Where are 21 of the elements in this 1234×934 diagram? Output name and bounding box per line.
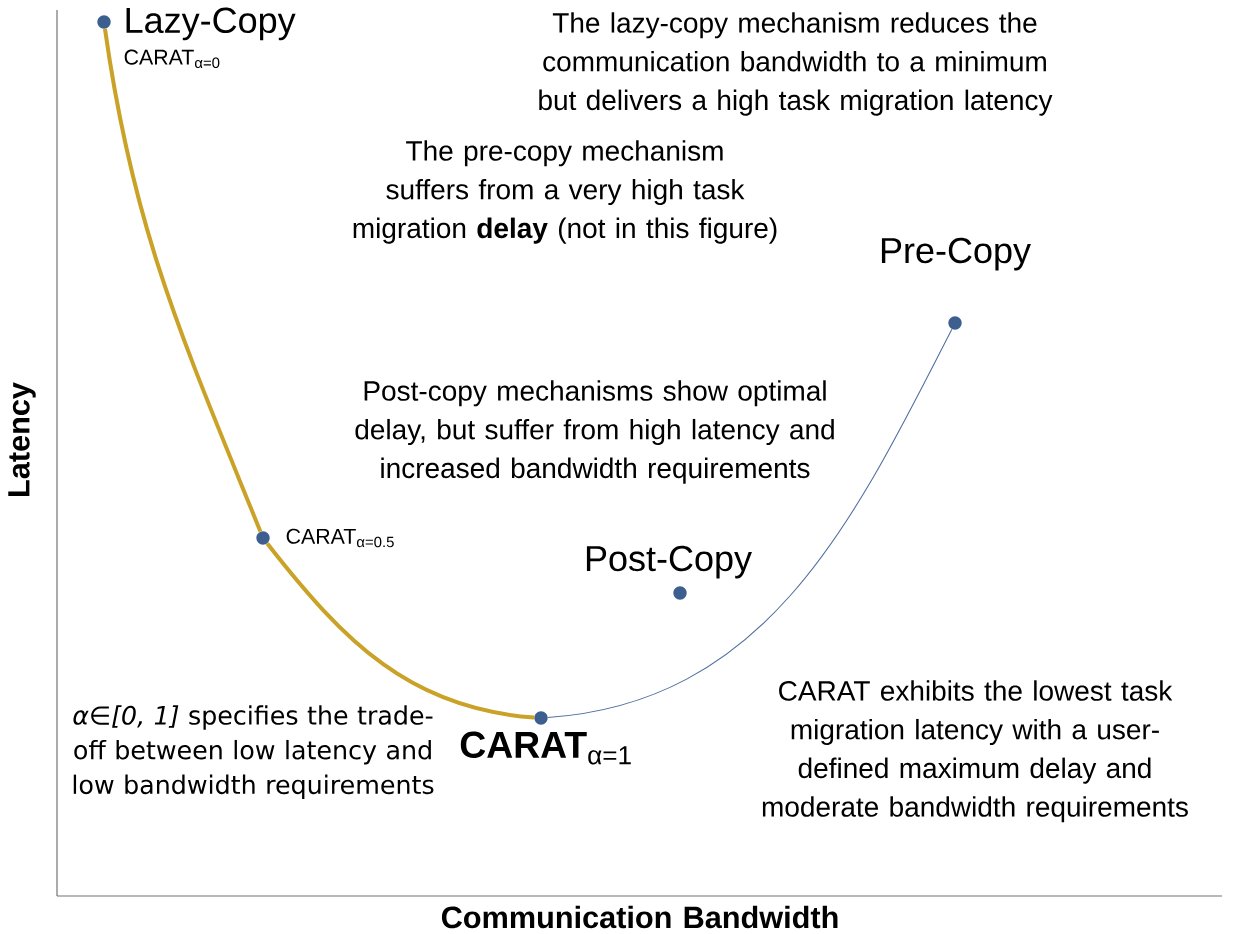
annotation-text: α∈[0, 1] specifies the trade-off between low latency and low bandwidth requirements (73, 705, 434, 800)
data-point (256, 531, 270, 545)
point-label: Post-Copy (586, 545, 752, 579)
curve (547, 328, 953, 719)
data-point (948, 316, 962, 330)
curve (265, 542, 535, 720)
axis-title: Communication Bandwidth (441, 905, 838, 929)
point-label: CARAT$_{α=0}$ (124, 49, 220, 69)
annotation-text: The pre-copy mechanism suffers from a very high task migration delay (not in this figure) (353, 140, 777, 244)
data-point (534, 711, 548, 725)
point-label: Lazy-Copy (126, 7, 296, 41)
axis-title: Latency (8, 382, 36, 496)
point-label: CARAT$_{α=0.5}$ (286, 528, 394, 548)
point-label: Pre-Copy (881, 237, 1031, 271)
data-point (673, 586, 687, 600)
curve (103, 28, 263, 533)
annotation-text: Post-copy mechanisms show optimal delay, but suffer from high latency and increased bandwidth requirements (355, 380, 834, 484)
data-point (97, 15, 111, 29)
point-label: CARAT$_{α=1}$ (460, 731, 631, 765)
annotation-text: CARAT exhibits the lowest task migration latency with a user-defined maximum delay and moderate bandwidth requirements (762, 680, 1188, 823)
annotation-text: The lazy-copy mechanism reduces the communication bandwidth to a minimum but delivers a high task migration latency (539, 12, 1053, 116)
